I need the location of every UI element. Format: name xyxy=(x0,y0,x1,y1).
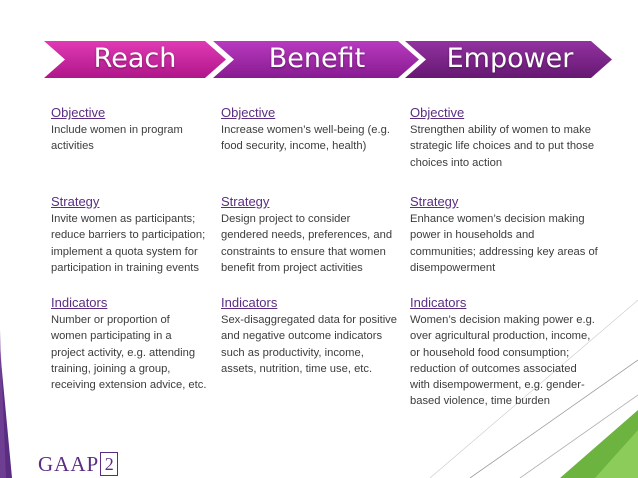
objective-text: Increase women’s well-being (e.g. food s… xyxy=(221,124,390,153)
indicators-section: Indicators Women’s decision making power… xyxy=(410,294,610,410)
indicators-text: Sex-disaggregated data for positive and … xyxy=(221,314,398,375)
indicators-section: Indicators Sex-disaggregated data for po… xyxy=(221,294,411,377)
strategy-heading: Strategy xyxy=(51,194,100,209)
indicators-heading: Indicators xyxy=(410,295,467,310)
strategy-heading: Strategy xyxy=(410,194,459,209)
objective-text: Include women in program activities xyxy=(51,124,183,153)
strategy-section: Strategy Invite women as participants; r… xyxy=(51,193,241,276)
logo-number-box: 2 xyxy=(100,452,119,476)
chevron-reach-label: Reach xyxy=(93,43,177,74)
objective-heading: Objective xyxy=(51,105,106,120)
objective-section: Objective Strengthen ability of women to… xyxy=(410,104,610,171)
strategy-text: Invite women as participants; reduce bar… xyxy=(51,213,206,274)
objective-section: Objective Increase women’s well-being (e… xyxy=(221,104,411,155)
left-edge-accent-light xyxy=(0,330,6,478)
chevron-empower-shape xyxy=(405,41,612,78)
indicators-heading: Indicators xyxy=(51,295,108,310)
chevron-empower-label: Empower xyxy=(446,43,574,74)
strategy-text: Enhance women’s decision making power in… xyxy=(410,213,598,274)
logo-text: GAAP xyxy=(38,451,100,476)
indicators-text: Number or proportion of women participat… xyxy=(51,314,207,392)
chevron-header xyxy=(44,41,612,78)
chevron-benefit-label: Benefit xyxy=(268,43,366,74)
indicators-section: Indicators Number or proportion of women… xyxy=(51,294,241,393)
strategy-section: Strategy Design project to consider gend… xyxy=(221,193,411,276)
corner-accent-green xyxy=(560,410,638,478)
objective-heading: Objective xyxy=(221,105,276,120)
strategy-text: Design project to consider gendered need… xyxy=(221,213,393,274)
objective-section: Objective Include women in program activ… xyxy=(51,104,241,155)
indicators-text: Women’s decision making power e.g. over … xyxy=(410,314,595,408)
corner-accent-green-light xyxy=(595,430,638,478)
strategy-heading: Strategy xyxy=(221,194,270,209)
indicators-heading: Indicators xyxy=(221,295,278,310)
left-edge-accent-dark xyxy=(0,350,12,478)
chevron-reach-shape xyxy=(44,41,226,78)
strategy-section: Strategy Enhance women’s decision making… xyxy=(410,193,610,276)
chevron-benefit-shape xyxy=(213,41,419,78)
objective-heading: Objective xyxy=(410,105,465,120)
objective-text: Strengthen ability of women to make stra… xyxy=(410,124,595,169)
